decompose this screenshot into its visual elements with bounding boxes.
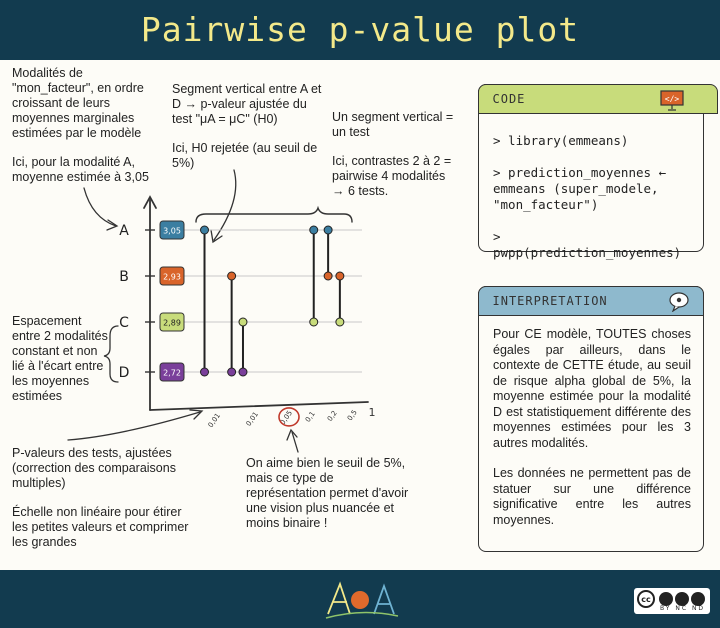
speech-bubble-icon — [667, 290, 691, 317]
estimate-badge-a — [159, 220, 185, 240]
annotation-pvaleurs-p2: Échelle non linéaire pour étirer les pet… — [12, 505, 189, 549]
x-axis — [149, 401, 369, 411]
y-axis-arrowhead — [143, 195, 157, 209]
x-tick-label: 0,1 — [304, 410, 317, 424]
interpretation-p1: Pour CE modèle, TOUTES choses égales par… — [493, 327, 691, 450]
cc-license-text: BY NC ND — [660, 605, 706, 612]
test-point-a-b-bottom — [323, 271, 333, 281]
interpretation-p2: Les données ne permettent pas de statuer… — [493, 466, 691, 527]
page-title: Pairwise p-value plot — [140, 10, 580, 49]
test-point-b-c-bottom — [335, 317, 345, 327]
annotation-seuil: On aime bien le seuil de 5%, mais ce typ… — [246, 456, 416, 545]
estimate-badge-d — [159, 362, 185, 382]
code-card: CODE </> > library(emmeans) > prediction… — [477, 83, 718, 260]
x-tick-label: 1 — [369, 406, 376, 419]
footer-bar: cc BY NC ND — [0, 570, 720, 628]
x-tick-label: 0,5 — [346, 409, 359, 423]
test-point-c-d-bottom — [238, 367, 248, 377]
test-point-b-d-top — [227, 271, 237, 281]
arrow-to-a — [83, 187, 117, 227]
test-point-a-d-bottom — [200, 367, 210, 377]
arrow-to-segment-head — [210, 229, 223, 244]
title-banner: Pairwise p-value plot — [0, 0, 720, 60]
annotation-test-p1: Un segment vertical = un test — [332, 110, 454, 139]
code-line-2: > prediction_moyennes ← emmeans (super_m… — [493, 165, 674, 212]
arrow-from-pvaleurs — [67, 411, 201, 441]
code-card-title: CODE — [492, 91, 526, 106]
annotation-pvaleurs: P-valeurs des tests, ajustées (correctio… — [12, 446, 190, 564]
annotation-modalites-p1: Modalités de "mon_facteur", en ordre cro… — [12, 66, 144, 140]
code-line-1: > library(emmeans) — [493, 133, 629, 148]
test-point-b-d-bottom — [227, 367, 237, 377]
estimate-value-a: 3,05 — [163, 227, 181, 236]
apoa-logo — [322, 578, 402, 622]
svg-text:cc: cc — [641, 595, 651, 604]
arrow-to-a-head — [106, 219, 119, 231]
test-point-a-c-top — [309, 225, 319, 235]
interpretation-card: INTERPRETATION Pour CE modèle, TOUTES ch… — [477, 285, 704, 552]
test-point-b-c-top — [335, 271, 345, 281]
annotation-modalites: Modalités de "mon_facteur", en ordre cro… — [12, 66, 162, 199]
estimate-value-b: 2,93 — [163, 273, 181, 282]
x-tick-label: 0,01 — [207, 412, 222, 429]
code-card-tab: CODE </> — [477, 83, 718, 116]
annotation-espacement-text: Espacement entre 2 modalités constant et… — [12, 314, 108, 403]
annotation-espacement: Espacement entre 2 modalités constant et… — [12, 314, 112, 418]
svg-text:</>: </> — [664, 94, 679, 103]
annotation-segment-p2: Ici, H0 rejetée (au seuil de 5%) — [172, 141, 318, 170]
x-tick-label: 0,01 — [245, 410, 260, 427]
annotation-test-p2: Ici, contrastes 2 à 2 = pairwise 4 modal… — [332, 154, 452, 198]
tests-brace — [195, 205, 353, 223]
arrow-from-pvaleurs-head — [189, 409, 204, 420]
test-point-a-c-bottom — [309, 317, 319, 327]
annotation-segment: Segment vertical entre A et D → p-valeur… — [172, 82, 324, 185]
interpretation-text: Pour CE modèle, TOUTES choses égales par… — [493, 327, 691, 543]
estimate-value-d: 2,72 — [163, 369, 181, 378]
test-point-a-b-top — [323, 225, 333, 235]
annotation-segment-p1: Segment vertical entre A et D → p-valeur… — [172, 82, 322, 126]
category-label-a: A — [119, 223, 129, 239]
code-line-3: > pwpp(prediction_moyennes) — [493, 229, 682, 260]
estimate-badge-c — [159, 312, 185, 332]
test-point-c-d-top — [238, 317, 248, 327]
estimate-badge-b — [159, 266, 185, 286]
category-label-c: C — [119, 315, 129, 331]
estimate-value-c: 2,89 — [163, 319, 181, 328]
interpretation-card-tab: INTERPRETATION — [477, 285, 704, 317]
test-point-a-d-top — [200, 225, 210, 235]
brace-espacement — [103, 325, 119, 383]
category-label-b: B — [119, 269, 129, 285]
x-tick-label: 0,2 — [326, 409, 339, 423]
annotation-pvaleurs-p1: P-valeurs des tests, ajustées (correctio… — [12, 446, 176, 490]
annotation-seuil-text: On aime bien le seuil de 5%, mais ce typ… — [246, 456, 409, 530]
arrow-to-threshold — [291, 431, 299, 453]
arrow-to-segment — [213, 169, 237, 241]
arrow-to-threshold-head — [286, 428, 298, 441]
presentation-code-icon: </> — [659, 89, 685, 116]
category-label-d: D — [119, 365, 130, 381]
code-block: > library(emmeans) > prediction_moyennes… — [493, 133, 695, 277]
cc-license-badge: cc BY NC ND — [634, 588, 710, 614]
annotation-test: Un segment vertical = un test Ici, contr… — [332, 110, 460, 213]
interpretation-card-title: INTERPRETATION — [492, 293, 608, 308]
threshold-highlight-circle — [278, 407, 300, 427]
annotation-modalites-p2: Ici, pour la modalité A, moyenne estimée… — [12, 155, 149, 184]
